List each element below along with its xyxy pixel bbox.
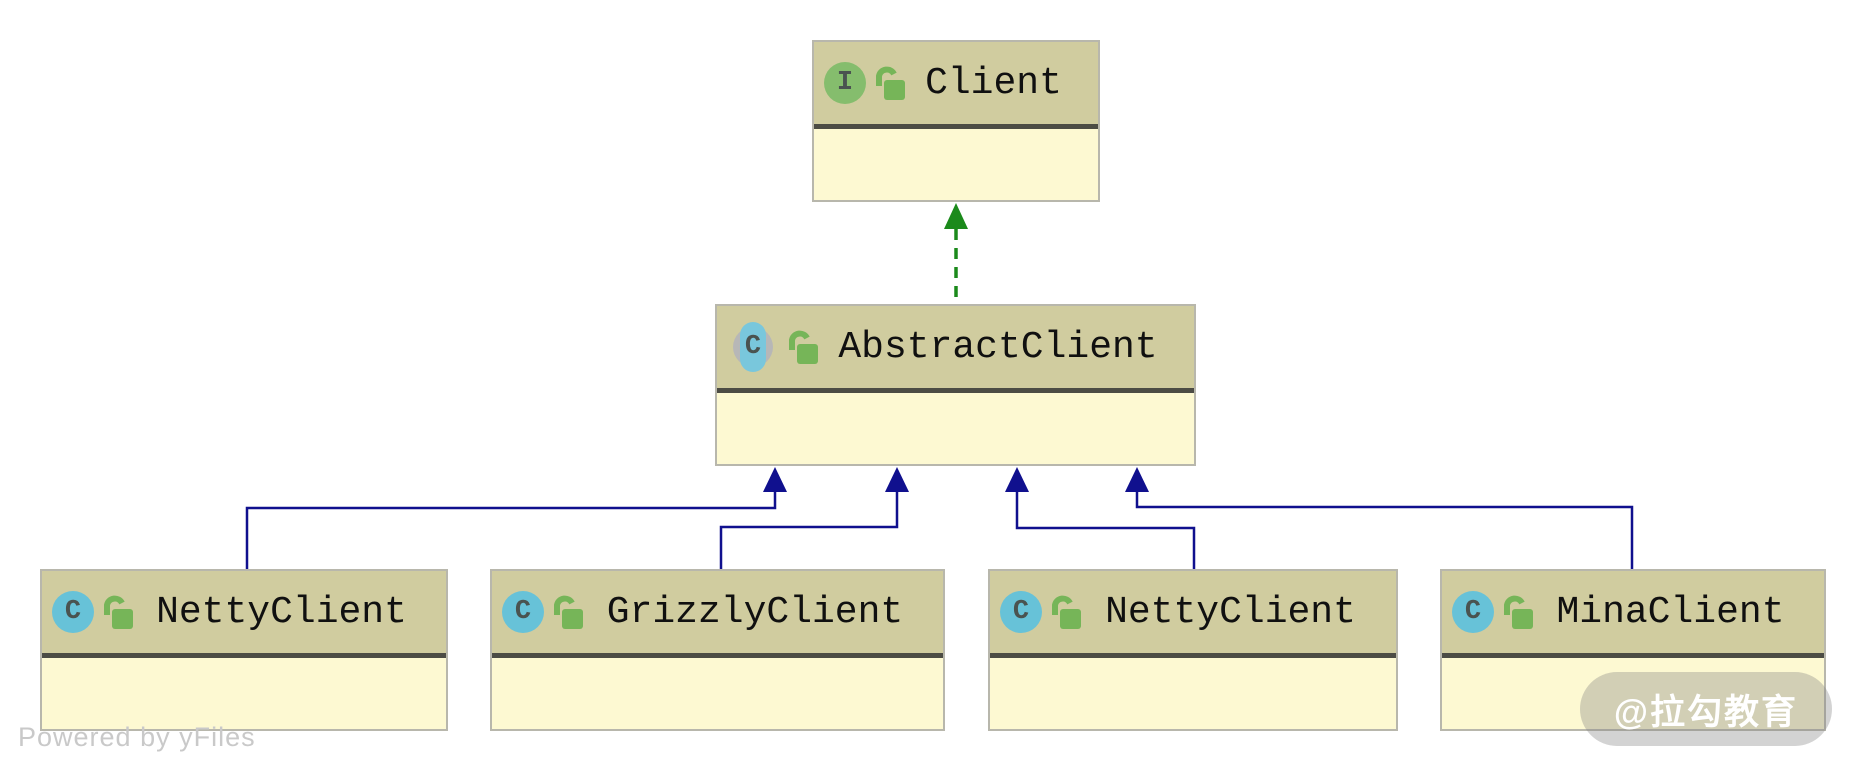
node-header: C NettyClient bbox=[42, 571, 446, 658]
watermark-badge: @拉勾教育 bbox=[1580, 672, 1832, 746]
generalization-edge-nettyclient-left bbox=[245, 492, 777, 569]
realization-edge-abstractclient-client bbox=[944, 203, 968, 303]
node-body bbox=[990, 658, 1396, 729]
generalization-edge-minaclient bbox=[1135, 492, 1634, 569]
node-body bbox=[492, 658, 943, 729]
node-header: C NettyClient bbox=[990, 571, 1396, 658]
generalization-arrowhead bbox=[1125, 467, 1149, 492]
generalization-arrowhead bbox=[1005, 467, 1029, 492]
interface-icon-letter: I bbox=[836, 67, 854, 98]
node-title: NettyClient bbox=[1105, 590, 1356, 634]
powered-by-yfiles-label: Powered by yFiles bbox=[18, 722, 256, 752]
class-icon: C bbox=[52, 591, 94, 633]
node-title: AbstractClient bbox=[838, 325, 1158, 369]
unlocked-padlock-icon bbox=[876, 66, 905, 100]
abstract-class-icon: C bbox=[727, 322, 779, 372]
unlocked-padlock-icon bbox=[554, 595, 583, 629]
class-node-nettyclient-right[interactable]: C NettyClient bbox=[988, 569, 1398, 731]
generalization-arrowhead bbox=[763, 467, 787, 492]
node-header: I Client bbox=[814, 42, 1098, 129]
node-header: C AbstractClient bbox=[717, 306, 1194, 393]
abstract-class-icon-letter: C bbox=[744, 331, 762, 362]
node-body bbox=[42, 658, 446, 729]
node-title: MinaClient bbox=[1556, 590, 1785, 634]
class-icon-letter: C bbox=[64, 596, 82, 627]
node-body bbox=[717, 393, 1194, 464]
class-icon-letter: C bbox=[514, 596, 532, 627]
class-node-nettyclient-left[interactable]: C NettyClient bbox=[40, 569, 448, 731]
unlocked-padlock-icon bbox=[1504, 595, 1533, 629]
unlocked-padlock-icon bbox=[789, 330, 818, 364]
unlocked-padlock-icon bbox=[104, 595, 133, 629]
class-icon-letter: C bbox=[1464, 596, 1482, 627]
node-title: NettyClient bbox=[156, 590, 407, 634]
class-node-minaclient[interactable]: C MinaClient bbox=[1440, 569, 1826, 731]
interface-icon: I bbox=[824, 62, 866, 104]
class-node-grizzlyclient[interactable]: C GrizzlyClient bbox=[490, 569, 945, 731]
generalization-edge-nettyclient-right bbox=[1015, 492, 1196, 569]
node-header: C GrizzlyClient bbox=[492, 571, 943, 658]
generalization-edge-grizzlyclient bbox=[719, 492, 899, 569]
class-node-abstractclient[interactable]: C AbstractClient bbox=[715, 304, 1196, 466]
watermark-text: @拉勾教育 bbox=[1613, 692, 1799, 732]
class-icon: C bbox=[1452, 591, 1494, 633]
class-icon: C bbox=[502, 591, 544, 633]
node-title: Client bbox=[925, 61, 1062, 105]
node-header: C MinaClient bbox=[1442, 571, 1824, 658]
node-title: GrizzlyClient bbox=[606, 590, 904, 634]
unlocked-padlock-icon bbox=[1052, 595, 1081, 629]
node-body bbox=[814, 129, 1098, 200]
class-icon-letter: C bbox=[1012, 596, 1030, 627]
class-icon: C bbox=[1000, 591, 1042, 633]
node-body bbox=[1442, 658, 1824, 729]
class-node-client[interactable]: I Client bbox=[812, 40, 1100, 202]
generalization-arrowhead bbox=[885, 467, 909, 492]
